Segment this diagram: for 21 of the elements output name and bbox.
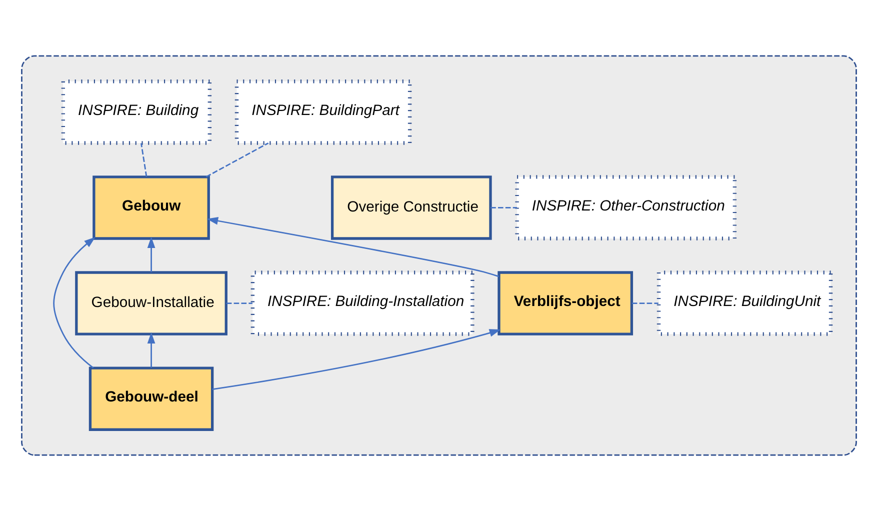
node-box: Overige Constructie [330,176,492,240]
node-box: Verblijfs-object [497,271,633,336]
node-box: Gebouw-Installatie [74,271,227,336]
node-box: INSPIRE: BuildingUnit [656,270,832,336]
node-box: Gebouw [92,176,210,240]
arrow [146,332,155,368]
connector [226,302,252,304]
arrow [52,237,95,368]
node-box: INSPIRE: Other-Construction [514,175,736,240]
arrow [146,236,155,272]
node-box: INSPIRE: Building [60,80,212,145]
connector [140,143,147,177]
node-box: INSPIRE: BuildingPart [234,80,412,145]
arrow [206,216,498,278]
connector [631,302,658,304]
arrow [212,329,500,390]
node-box: Gebouw-deel [88,366,214,431]
node-box: INSPIRE: Building-Installation [250,270,474,336]
connector [205,142,268,178]
connector [490,207,516,208]
cluster [20,55,856,456]
